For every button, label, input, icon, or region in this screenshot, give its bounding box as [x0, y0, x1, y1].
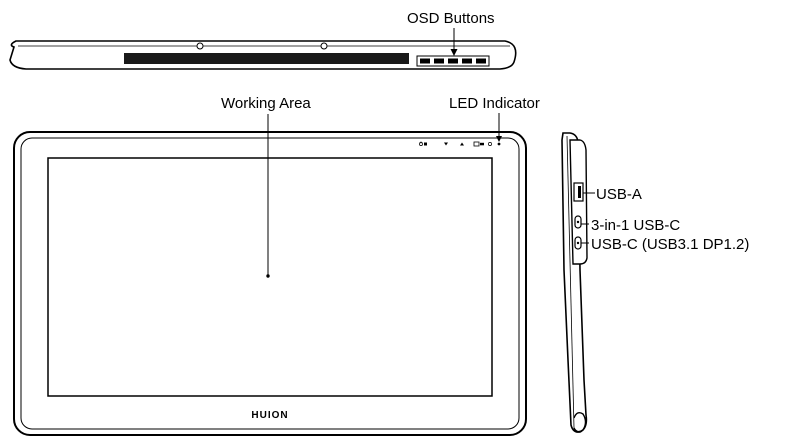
led-indicator-dot	[497, 142, 501, 146]
bezel-button-icons	[419, 141, 501, 147]
osd-button	[448, 58, 458, 64]
side-profile-inner-line	[566, 135, 575, 429]
top-view: OSD Buttons	[9, 10, 517, 70]
screw-hole-right	[320, 42, 328, 50]
working-area-pointer-dot	[266, 274, 270, 278]
brightness-icon	[488, 142, 492, 146]
working-area-label: Working Area	[221, 95, 311, 112]
speaker-grille	[124, 53, 409, 64]
usb-c-dp-port-contact	[576, 241, 580, 245]
usb-a-port-tongue	[578, 186, 581, 198]
osd-buttons-label: OSD Buttons	[407, 10, 495, 27]
side-stand-foot	[573, 411, 587, 433]
menu-icon-bar	[480, 142, 484, 146]
osd-button	[462, 58, 472, 64]
side-view: USB-A 3-in-1 USB-C USB-C (USB3.1 DP1.2)	[561, 132, 749, 433]
usb-c-3in1-port-contact	[576, 220, 580, 224]
menu-icon	[473, 141, 480, 147]
input-icon	[424, 142, 427, 146]
led-indicator-arrowhead	[496, 136, 502, 142]
front-view: HUION Working Area LED Indicator	[13, 95, 540, 436]
usb-c-3in1-label: 3-in-1 USB-C	[591, 217, 680, 234]
osd-buttons-arrowhead	[450, 49, 458, 56]
osd-button	[434, 58, 444, 64]
usb-a-label: USB-A	[596, 186, 642, 203]
volume-down-icon	[444, 142, 448, 146]
osd-button-strip	[416, 55, 490, 67]
port-housing	[569, 139, 588, 265]
osd-button	[476, 58, 486, 64]
working-area	[47, 157, 493, 397]
usb-c-dp-label: USB-C (USB3.1 DP1.2)	[591, 236, 749, 253]
led-indicator-label: LED Indicator	[449, 95, 540, 112]
volume-up-icon	[460, 142, 464, 146]
osd-button	[420, 58, 430, 64]
screw-hole-left	[196, 42, 204, 50]
huion-logo: HUION	[251, 410, 288, 421]
tablet-inner-frame	[20, 137, 520, 430]
